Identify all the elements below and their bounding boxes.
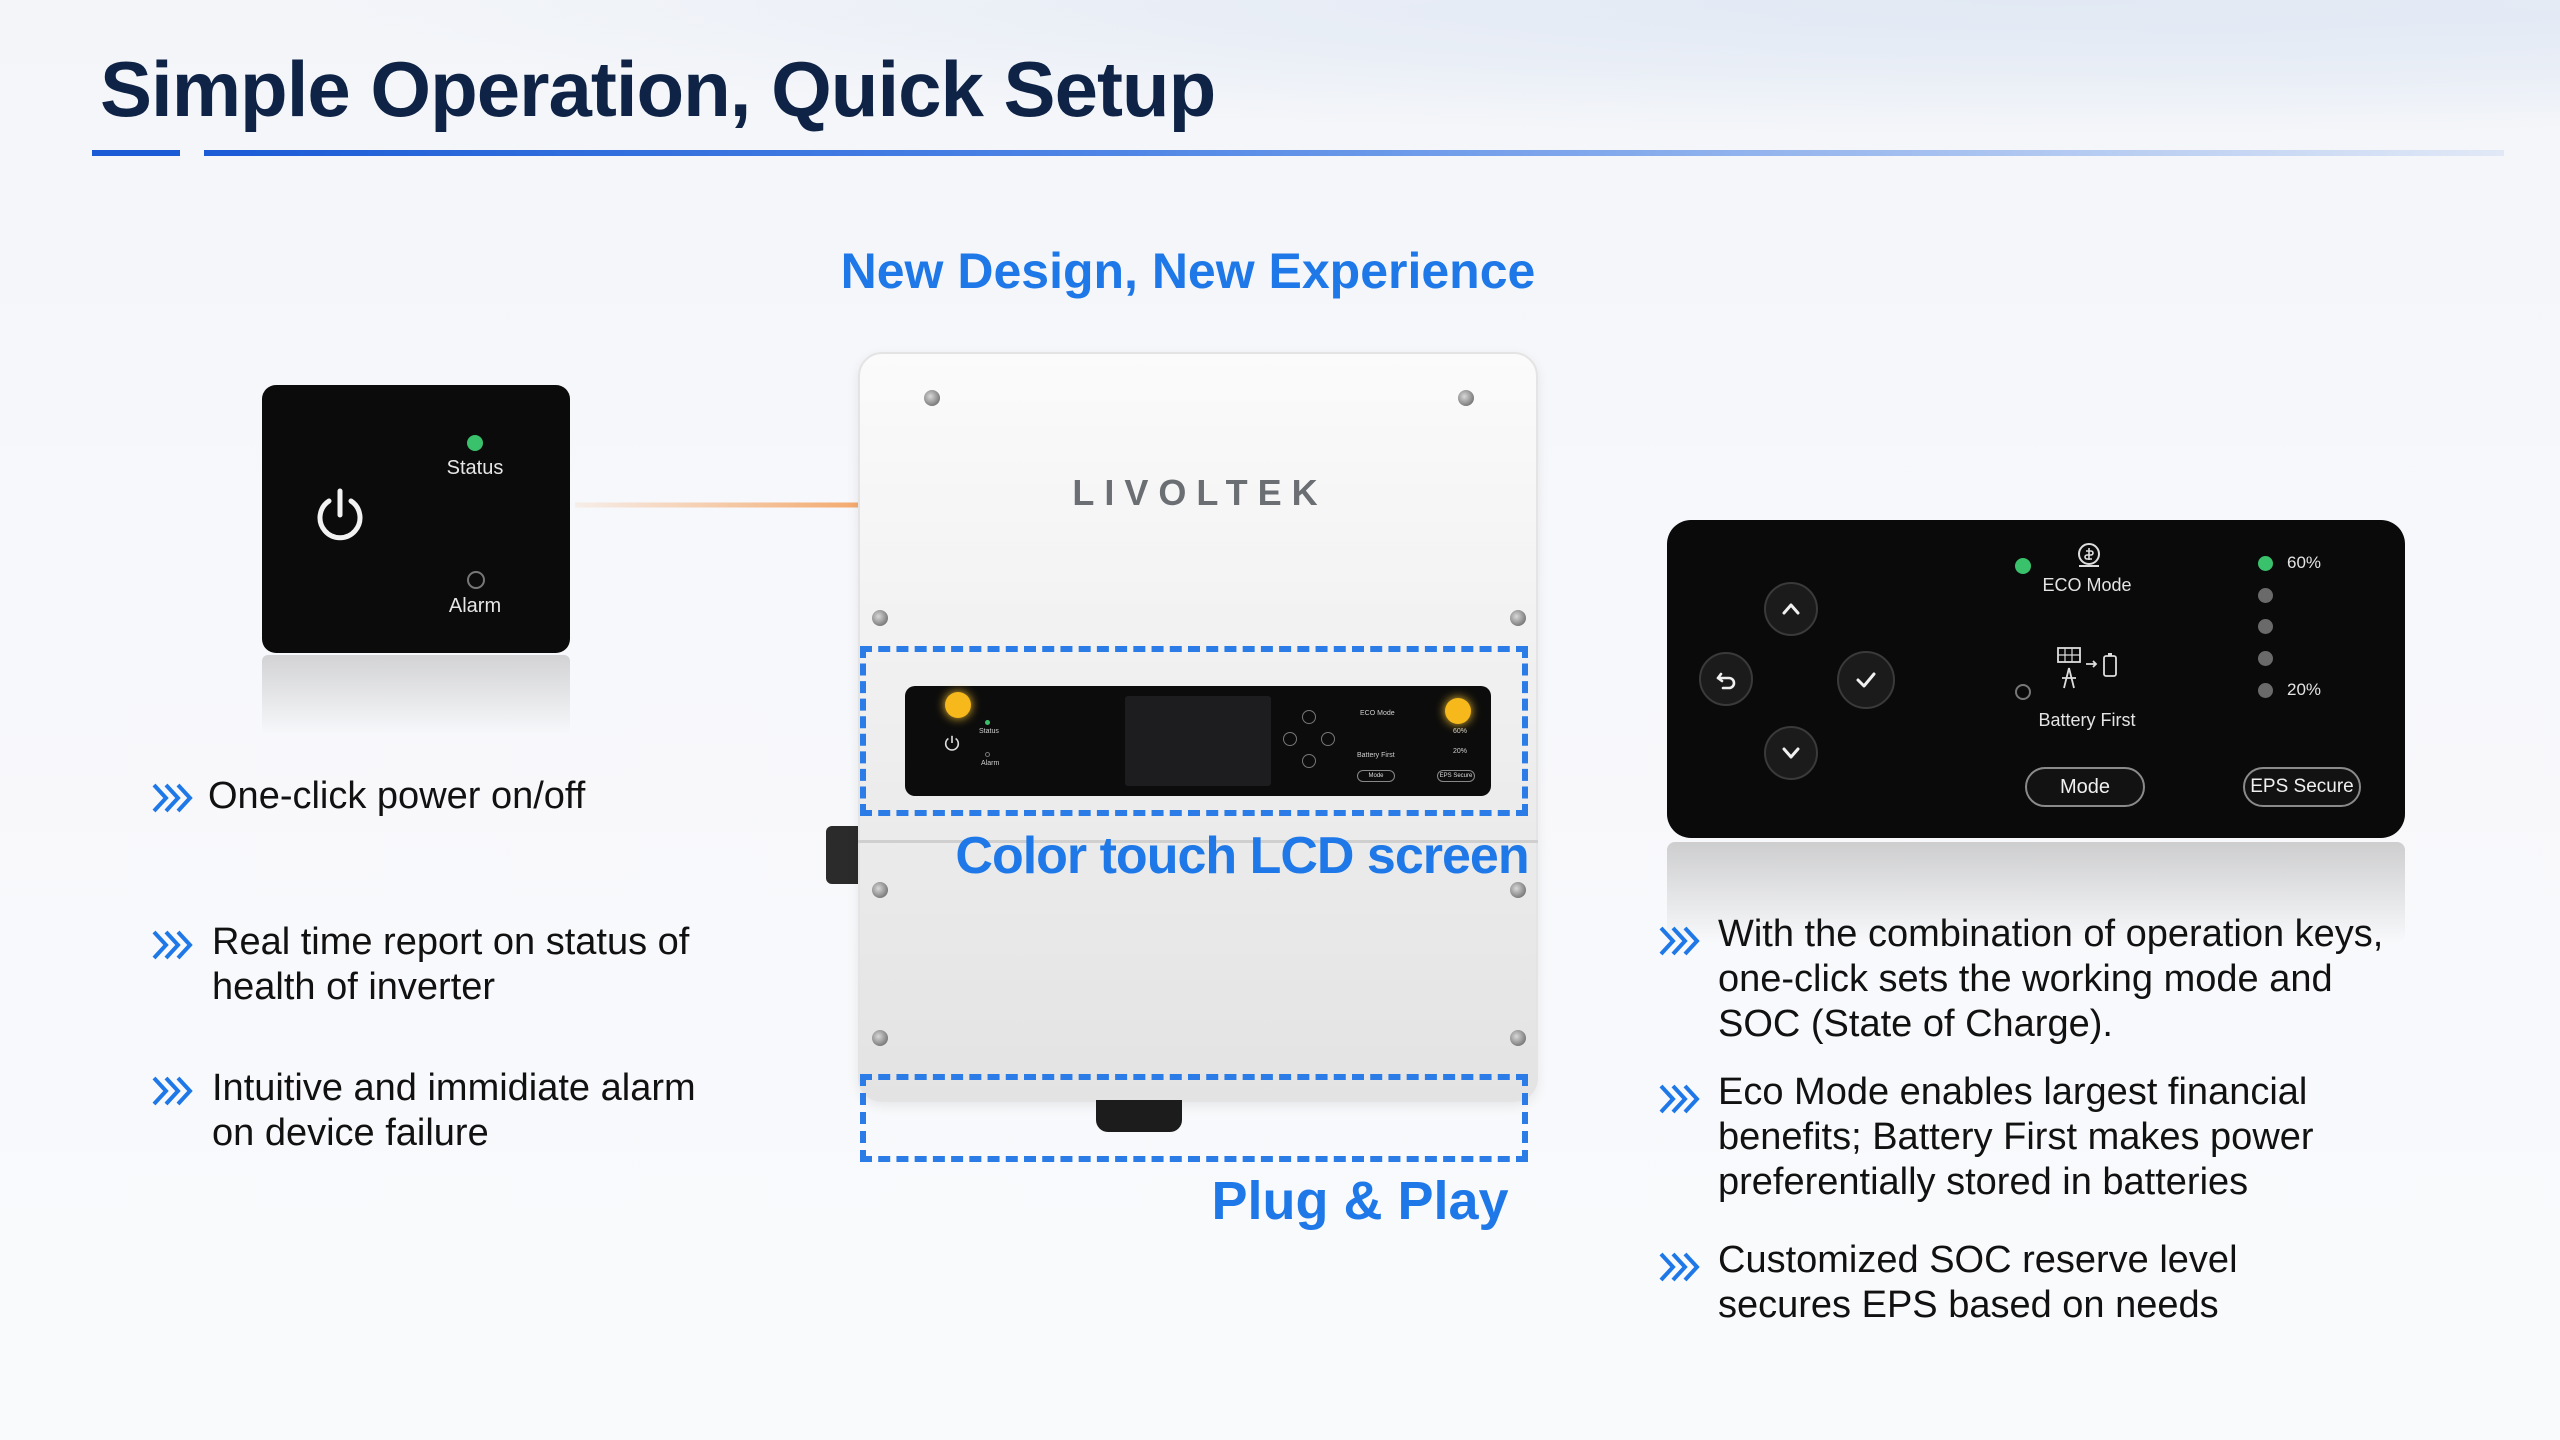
status-indicator-highlight — [945, 692, 971, 718]
mini-up-button[interactable] — [1302, 710, 1316, 724]
mini-ok-button[interactable] — [1321, 732, 1335, 746]
soc-level-dot — [2258, 683, 2273, 698]
status-panel: Status Alarm — [262, 385, 570, 653]
double-chevron-icon — [1659, 926, 1700, 956]
screw — [1458, 390, 1474, 406]
mini-mode-button[interactable]: Mode — [1357, 770, 1395, 782]
double-chevron-icon — [152, 1076, 193, 1106]
soc-level-dot — [2258, 588, 2273, 603]
status-led — [467, 435, 483, 451]
alarm-label: Alarm — [448, 595, 502, 617]
chevron-down-icon — [1782, 747, 1800, 759]
check-icon — [1856, 672, 1876, 688]
alarm-led — [467, 571, 485, 589]
battery-first-label: Battery First — [2038, 710, 2136, 730]
plug-highlight-box — [860, 1074, 1528, 1162]
double-chevron-icon — [1659, 1084, 1700, 1114]
lcd-caption: Color touch LCD screen — [955, 827, 1529, 885]
screw — [924, 390, 940, 406]
screw — [1510, 1030, 1526, 1046]
left-bullet-1: One-click power on/off — [208, 775, 586, 817]
back-arrow-icon — [1716, 672, 1736, 690]
right-bullet-2: Eco Mode enables largest financial benef… — [1718, 1071, 2314, 1203]
power-icon[interactable] — [310, 485, 370, 545]
mini-alarm-led — [985, 752, 990, 757]
double-chevron-icon — [152, 930, 193, 960]
left-bullet-2: Real time report on status of health of … — [212, 921, 690, 1008]
inverter-seam — [858, 840, 1538, 843]
mini-eco-label: ECO Mode — [1360, 710, 1395, 717]
soc-level-dot — [2258, 651, 2273, 666]
solar-to-battery-icon — [2057, 647, 2117, 689]
mini-status-led — [985, 720, 990, 725]
screw — [1510, 610, 1526, 626]
lcd-screen[interactable] — [1125, 696, 1271, 786]
mini-power-icon[interactable] — [943, 734, 961, 752]
mini-down-button[interactable] — [1302, 754, 1316, 768]
coin-icon — [2078, 543, 2100, 567]
side-connector — [826, 826, 860, 884]
mini-soc-low: 20% — [1453, 748, 1468, 755]
soc-high-label: 60% — [2287, 553, 2322, 572]
control-panel-reflection — [1667, 842, 2405, 942]
status-panel-reflection — [262, 655, 570, 735]
eco-mode-led — [2015, 558, 2031, 574]
down-button[interactable] — [1764, 726, 1818, 780]
status-label: Status — [446, 457, 504, 479]
eco-mode-label: ECO Mode — [2042, 575, 2132, 595]
mini-soc-high: 60% — [1453, 728, 1468, 735]
soc-level-dot — [2258, 619, 2273, 634]
soc-level-dot — [2258, 556, 2273, 571]
back-button[interactable] — [1699, 652, 1753, 706]
subtitle-text: New Design, New Experience — [840, 243, 1536, 299]
up-button[interactable] — [1764, 582, 1818, 636]
confirm-button[interactable] — [1837, 651, 1895, 709]
mini-eps-button[interactable]: EPS Secure — [1437, 770, 1475, 782]
right-bullet-3: Customized SOC reserve level secures EPS… — [1718, 1239, 2238, 1326]
screw — [872, 1030, 888, 1046]
mini-status-label: Status — [979, 728, 999, 735]
section-subtitle: New Design, New Experience — [0, 242, 2376, 300]
control-panel: ECO Mode Battery First 60% 20% Mode EPS … — [1667, 520, 2405, 838]
double-chevron-icon — [1659, 1252, 1700, 1282]
mini-back-button[interactable] — [1283, 732, 1297, 746]
title-underline — [204, 150, 2504, 156]
plug-and-play-caption: Plug & Play — [1211, 1171, 1509, 1231]
eps-secure-button[interactable]: EPS Secure — [2243, 767, 2361, 807]
inverter-control-strip: Status Alarm ECO Mode Battery First 60% … — [905, 686, 1491, 796]
mode-button[interactable]: Mode — [2025, 767, 2145, 807]
page-title: Simple Operation, Quick Setup — [100, 45, 1216, 133]
right-bullet-1: With the combination of operation keys, … — [1718, 913, 2384, 1045]
brand-logo: LIVOLTEK — [1072, 472, 1328, 513]
mini-alarm-label: Alarm — [981, 760, 1000, 767]
double-chevron-icon — [152, 783, 193, 813]
screw — [872, 610, 888, 626]
battery-first-led — [2015, 684, 2031, 700]
soc-low-label: 20% — [2287, 680, 2322, 699]
control-indicator-highlight — [1445, 698, 1471, 724]
bottom-connector — [1096, 1100, 1182, 1132]
title-underline-accent — [92, 150, 180, 156]
screw — [1510, 882, 1526, 898]
lcd-highlight-box — [860, 646, 1528, 816]
screw — [872, 882, 888, 898]
chevron-up-icon — [1782, 603, 1800, 615]
mini-battery-label: Battery First — [1357, 752, 1395, 759]
left-bullet-3: Intuitive and immidiate alarm on device … — [212, 1067, 696, 1154]
